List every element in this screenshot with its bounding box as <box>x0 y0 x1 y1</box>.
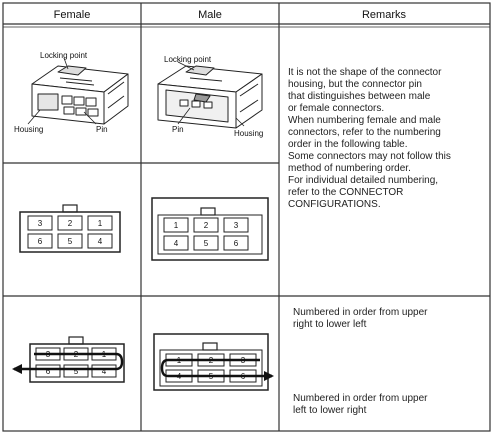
female-order-pin-d: 6 <box>46 367 51 376</box>
remarks-male-order: Numbered in order from upper left to low… <box>293 393 485 417</box>
female-pin-label-c: 1 <box>98 219 103 228</box>
male-pin-face <box>151 197 269 261</box>
female-pin-label-b: 2 <box>68 219 73 228</box>
female-pin-label-e: 5 <box>68 237 73 246</box>
remarks-line: right to lower left <box>293 319 367 330</box>
remarks-line: left to lower right <box>293 405 367 416</box>
male-order-pin-e: 5 <box>209 372 214 381</box>
female-pin-face <box>19 204 121 253</box>
male-order-pin-f: 6 <box>241 372 246 381</box>
remarks-line: or female connectors. <box>288 103 385 114</box>
male-pin-label-a: 1 <box>174 221 179 230</box>
female-locking-label: Locking point <box>40 51 88 60</box>
male-locking-label: Locking point <box>164 55 212 64</box>
male-pin-label-d: 4 <box>174 239 179 248</box>
header-female: Female <box>54 9 91 21</box>
remarks-line: order in the following table. <box>288 139 408 150</box>
remarks-female-order: Numbered in order from upper right to lo… <box>293 307 485 331</box>
remarks-line: method of numbering order. <box>288 163 411 174</box>
female-connector-drawing <box>27 57 129 125</box>
remarks-line: that distinguishes between male <box>288 91 431 102</box>
remarks-line: Numbered in order from upper <box>293 393 428 404</box>
male-order-pin-d: 4 <box>177 372 182 381</box>
header-male: Male <box>198 9 222 21</box>
female-housing-label: Housing <box>14 125 43 134</box>
female-pin-label-d: 6 <box>38 237 43 246</box>
female-order-diagram <box>12 336 125 383</box>
female-pin-label-f: 4 <box>98 237 103 246</box>
remarks-line: It is not the shape of the connector <box>288 67 442 78</box>
female-pin-label-a: 3 <box>38 219 43 228</box>
remarks-line: When numbering female and male <box>288 115 441 126</box>
female-pin-label: Pin <box>96 125 108 134</box>
remarks-line: CONFIGURATIONS. <box>288 199 381 210</box>
female-order-pin-c: 1 <box>102 350 107 359</box>
header-remarks: Remarks <box>362 9 407 21</box>
male-pin-label-f: 6 <box>234 239 239 248</box>
remarks-line: connectors, refer to the numbering <box>288 127 441 138</box>
remarks-line: For individual detailed numbering, <box>288 175 439 186</box>
male-housing-label: Housing <box>234 129 263 138</box>
remarks-line: Some connectors may not follow this <box>288 151 451 162</box>
remarks-main-text: It is not the shape of the connector hou… <box>288 67 488 211</box>
female-order-pin-a: 3 <box>46 350 51 359</box>
male-order-diagram <box>153 333 274 391</box>
male-order-pin-c: 3 <box>241 356 246 365</box>
female-order-pin-b: 2 <box>74 350 79 359</box>
female-order-pin-e: 5 <box>74 367 79 376</box>
male-order-pin-a: 1 <box>177 356 182 365</box>
remarks-line: refer to the CONNECTOR <box>288 187 404 198</box>
remarks-line: Numbered in order from upper <box>293 307 428 318</box>
male-pin-label: Pin <box>172 125 184 134</box>
male-connector-drawing <box>157 61 263 129</box>
male-pin-label-e: 5 <box>204 239 209 248</box>
male-pin-label-b: 2 <box>204 221 209 230</box>
male-pin-label-c: 3 <box>234 221 239 230</box>
male-order-pin-b: 2 <box>209 356 214 365</box>
female-order-pin-f: 4 <box>102 367 107 376</box>
remarks-line: housing, but the connector pin <box>288 79 422 90</box>
